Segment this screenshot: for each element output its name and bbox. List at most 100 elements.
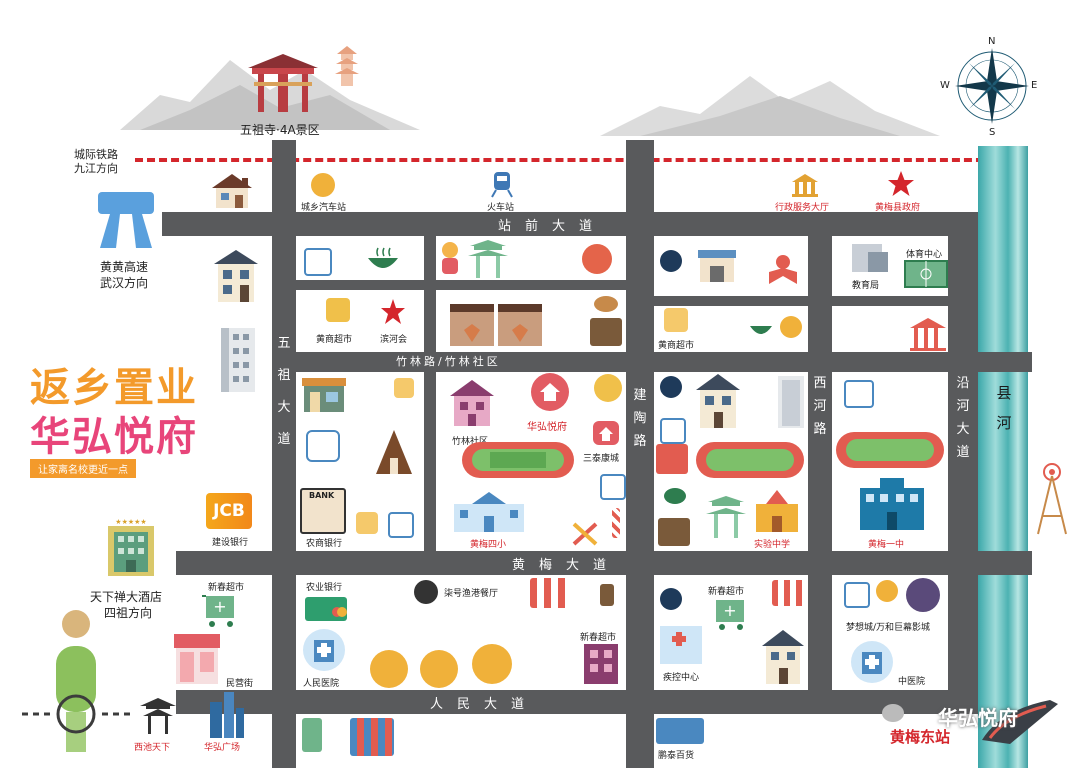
compass-east: E — [1031, 80, 1038, 91]
coffee-cup-icon-6 — [844, 380, 874, 408]
train-station-label: 火车站 — [487, 203, 515, 213]
bus-icon-2 — [660, 376, 682, 398]
cdc-label: 疾控中心 — [663, 673, 700, 683]
dreamcity-label: 梦想城/万和巨幕影城 — [846, 623, 931, 633]
road-xiao-left — [424, 236, 436, 352]
promo-title-1: 返乡置业 — [30, 365, 198, 411]
promo-title-2: 华弘悦府 — [30, 414, 198, 460]
shop-awning-icon-2 — [772, 580, 806, 606]
coffee-cup-icon-7 — [844, 582, 870, 608]
tent-church-icon — [376, 430, 412, 474]
admin-hall-label: 行政服务大厅 — [775, 203, 830, 213]
rcb-label: 农商银行 — [306, 539, 343, 549]
jcb-logo: JCB — [206, 493, 252, 529]
twin-houses-icon — [450, 304, 542, 346]
education-bureau-icon — [852, 244, 888, 272]
bus-station-icon — [311, 173, 335, 197]
home-location-icon — [531, 373, 569, 411]
highway-label-1: 黄黄高速 — [100, 260, 149, 274]
shop-building-icon — [302, 378, 346, 412]
road-label-wuzu: 五祖大道 — [277, 336, 291, 447]
restaurant-icon — [582, 244, 612, 274]
skyscraper-icon — [210, 692, 244, 738]
bank-sign: BANK — [309, 491, 335, 500]
road-label-zhanqian: 站前大道 — [498, 219, 607, 234]
svg-text:+: + — [213, 597, 226, 616]
supermarket-building-icon — [584, 644, 618, 684]
county-river — [978, 146, 1028, 768]
apartment-icon — [214, 250, 258, 302]
santai-home-icon — [593, 421, 619, 445]
county-gov-label: 黄梅县政府 — [875, 203, 921, 213]
binhe-star-icon — [381, 299, 405, 324]
xinchun2-label: 新春超市 — [580, 633, 617, 643]
cart-icon-huangshang1 — [326, 298, 350, 322]
fishing-label: 柒号渔港餐厅 — [444, 589, 499, 599]
soup-bowl-icon-3 — [664, 488, 686, 504]
road-label-jiantao: 建陶路 — [633, 388, 647, 449]
coffee-to-go-icon — [600, 584, 614, 606]
residence-icon — [696, 374, 740, 428]
road-zhanqian — [162, 212, 978, 236]
huangmei1-label: 黄梅一中 — [868, 540, 905, 550]
cart-icon-small — [394, 378, 414, 398]
running-track-icon — [462, 442, 574, 478]
girl-avatar-icon-3 — [876, 580, 898, 602]
road-xiao-mid — [296, 280, 424, 290]
highway-label-2: 武汉方向 — [100, 276, 149, 290]
house-icon — [212, 174, 252, 208]
pants-icon — [420, 650, 458, 688]
hospital-icon — [303, 629, 345, 671]
barber-pole-icon — [612, 508, 620, 538]
santai-label: 三泰康城 — [583, 454, 620, 464]
svg-text:★★★★★: ★★★★★ — [115, 518, 146, 526]
tcm-hospital-icon — [851, 641, 893, 683]
railway-line — [135, 158, 1020, 162]
government-building-icon — [910, 318, 946, 351]
train-icon — [491, 172, 513, 198]
railway-label-2: 九江方向 — [74, 162, 118, 175]
huangmei1-school-icon — [860, 478, 924, 530]
bus-icon — [660, 250, 682, 272]
coffee-cup-icon-2 — [306, 430, 340, 462]
road-xiao-v2 — [286, 575, 296, 690]
compass-north: N — [988, 36, 996, 47]
football-field-icon — [904, 260, 948, 288]
chinese-gate-icon — [468, 240, 508, 278]
pengtai-label: 鹏泰百货 — [658, 751, 695, 761]
cafe-front-icon — [590, 318, 622, 346]
watermark-icon — [882, 704, 904, 722]
department-store-icon — [656, 718, 704, 744]
high-speed-train-icon — [982, 700, 1058, 744]
chinese-gate-icon-2 — [706, 496, 746, 538]
road-xiao-v1 — [424, 372, 436, 551]
girl-avatar-icon — [442, 242, 458, 274]
shoe-icon — [370, 650, 408, 688]
person-figure-icon — [22, 610, 130, 752]
people-hospital-label: 人民医院 — [303, 679, 340, 689]
storefront-icon — [656, 444, 688, 474]
residence-icon-2 — [762, 630, 804, 684]
soup-bowl-icon — [368, 247, 398, 268]
hotel-label-2: 四祖方向 — [104, 606, 153, 620]
huangshang2-label: 黄商超市 — [658, 341, 695, 351]
coffee-cup-icon — [304, 248, 332, 276]
road-jiantao — [626, 140, 654, 768]
school4-icon — [454, 492, 524, 532]
road-xiao-right2 — [832, 296, 948, 306]
pavilion-icon — [140, 698, 176, 734]
girl-avatar-icon-2 — [780, 316, 802, 338]
coffee-cup-icon-4 — [600, 474, 626, 500]
temple-gate-icon — [248, 54, 318, 112]
education-bureau-label: 教育局 — [852, 281, 880, 291]
road-xiao-right — [654, 296, 808, 306]
bank-icon — [300, 488, 346, 534]
cdc-building-icon — [660, 626, 702, 664]
railway-label-1: 城际铁路 — [74, 148, 118, 161]
road-label-huangmei: 黄梅大道 — [512, 558, 621, 573]
running-track-icon-2 — [696, 442, 804, 478]
zhulin-community-icon — [450, 380, 494, 426]
cart-icon-3 — [356, 512, 378, 534]
hat-icon — [594, 296, 618, 312]
